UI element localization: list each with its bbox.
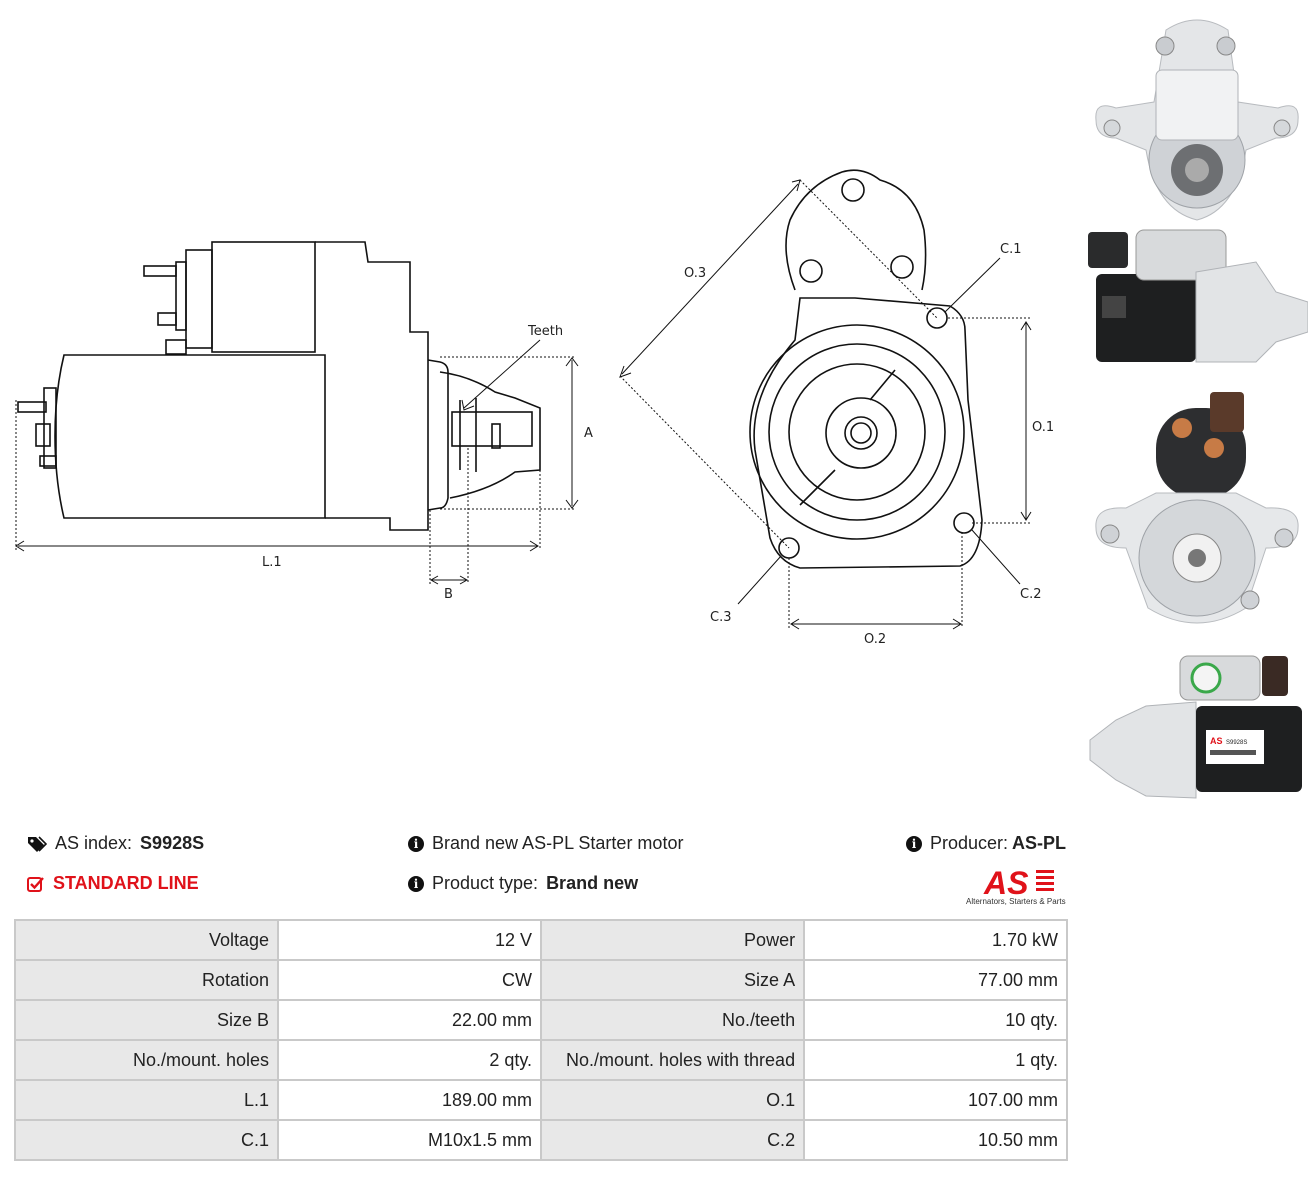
spec-value-cell: 1 qty. xyxy=(803,1039,1068,1081)
spec-label-cell: Rotation xyxy=(13,959,280,1001)
spec-label-cell: C.2 xyxy=(540,1119,806,1161)
standard-line-row: STANDARD LINE xyxy=(27,873,199,894)
as-index-value: S9928S xyxy=(140,833,205,853)
spec-value-cell: CW xyxy=(277,959,543,1001)
spec-label-cell: O.1 xyxy=(540,1079,806,1121)
spec-label-cell: Power xyxy=(540,919,806,961)
spec-label-cell: No./teeth xyxy=(540,999,806,1041)
spec-value-cell: 2 qty. xyxy=(277,1039,543,1081)
spec-label-cell: Size B xyxy=(13,999,280,1041)
as-index-row: AS index: S9928S xyxy=(27,833,204,854)
spec-value-cell: 22.00 mm xyxy=(277,999,543,1041)
spec-label-cell: C.1 xyxy=(13,1119,280,1161)
dim-o1-label: O.1 xyxy=(1032,420,1054,435)
producer-label: Producer: xyxy=(930,833,1009,853)
spec-label-cell: Size A xyxy=(540,959,806,1001)
spec-label-cell: No./mount. holes xyxy=(13,1039,280,1081)
teeth-label: Teeth xyxy=(527,324,563,339)
as-logo-mark: AS xyxy=(983,865,1054,901)
as-index-label: AS index: xyxy=(55,833,133,853)
motor-body-outline xyxy=(54,354,326,519)
as-logo-caption: Alternators, Starters & Parts xyxy=(966,897,1066,906)
spec-value-cell: 12 V xyxy=(277,919,543,961)
photo-side-image xyxy=(1088,229,1308,363)
dim-a-label: A xyxy=(584,426,593,441)
checkbox-checked-icon xyxy=(27,876,44,892)
spec-value-cell: 1.70 kW xyxy=(803,919,1068,961)
dim-l1-label: L.1 xyxy=(262,555,282,570)
photo-badge-text: S9928S xyxy=(1226,740,1247,746)
as-logo-text: AS xyxy=(983,865,1029,898)
standard-line-label: STANDARD LINE xyxy=(53,873,199,893)
spec-value-cell: 189.00 mm xyxy=(277,1079,543,1121)
photo-rear-image xyxy=(1095,392,1299,624)
photo-front-image xyxy=(1095,19,1299,221)
flange-outline xyxy=(785,169,927,291)
spec-value-cell: 107.00 mm xyxy=(803,1079,1068,1121)
spec-value-cell: 10.50 mm xyxy=(803,1119,1068,1161)
producer-row: i Producer: AS-PL xyxy=(906,833,1066,854)
dim-b-label: B xyxy=(444,587,453,602)
brand-new-text: Brand new AS-PL Starter motor xyxy=(432,833,684,853)
technical-drawing: Teeth A L.1 B O.1 O.2 O.3 C.1 C.2 C.3 xyxy=(15,169,1054,647)
spec-label-cell: No./mount. holes with thread xyxy=(540,1039,806,1081)
dim-o2-label: O.2 xyxy=(864,632,886,647)
product-type-value: Brand new xyxy=(546,873,639,893)
dim-c3-label: C.3 xyxy=(710,610,731,625)
info-icon: i xyxy=(906,835,922,852)
spec-label-cell: Voltage xyxy=(13,919,280,961)
photo-label-side-image: AS S9928S xyxy=(1089,655,1302,799)
product-photo-side[interactable] xyxy=(1086,222,1308,372)
product-photo-rear[interactable] xyxy=(1086,388,1308,638)
producer-value: AS-PL xyxy=(1012,833,1067,853)
photo-brand-mark: AS xyxy=(1210,736,1223,746)
spec-value-cell: 77.00 mm xyxy=(803,959,1068,1001)
dim-o3-label: O.3 xyxy=(684,266,706,281)
spec-value-cell: M10x1.5 mm xyxy=(277,1119,543,1161)
as-logo: AS Alternators, Starters & Parts xyxy=(962,864,1072,908)
product-type-row: i Product type: Brand new xyxy=(408,873,638,894)
info-icon: i xyxy=(408,875,424,892)
spec-value-cell: 10 qty. xyxy=(803,999,1068,1041)
info-icon: i xyxy=(408,835,424,852)
spec-label-cell: L.1 xyxy=(13,1079,280,1121)
product-photo-label-side[interactable]: AS S9928S xyxy=(1086,650,1308,800)
tags-icon xyxy=(28,835,47,852)
brand-new-row: i Brand new AS-PL Starter motor xyxy=(408,833,683,854)
dim-c2-label: C.2 xyxy=(1020,587,1041,602)
product-type-label: Product type: xyxy=(432,873,539,893)
product-photo-front[interactable] xyxy=(1086,10,1308,222)
dim-c1-label: C.1 xyxy=(1000,242,1021,257)
